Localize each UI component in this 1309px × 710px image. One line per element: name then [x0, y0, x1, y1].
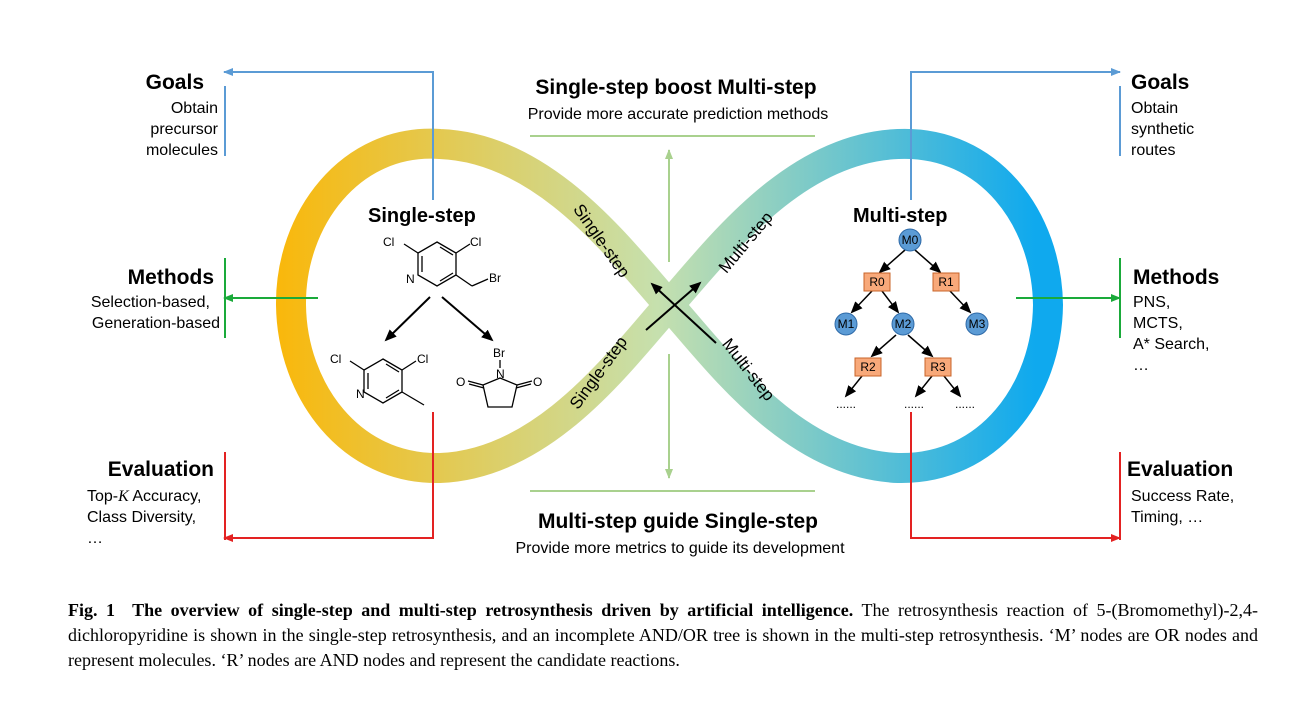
- or-node-m1: [834, 312, 858, 336]
- tree-ellipsis-1: ......: [836, 397, 856, 411]
- precursor-cl-left: Cl: [330, 352, 341, 366]
- right-methods-line-2: MCTS,: [1133, 315, 1183, 332]
- right-eval-heading: Evaluation: [1127, 458, 1234, 481]
- left-eval-line-3: …: [87, 530, 103, 547]
- target-cl-right: Cl: [470, 235, 481, 249]
- reaction-arrow-left: [384, 296, 431, 342]
- tree-ellipsis-2: ......: [904, 397, 924, 411]
- precursor-pyridine: [349, 358, 425, 406]
- label-r2: R2: [860, 360, 876, 374]
- and-node-r1: [932, 272, 960, 292]
- left-goals-heading: Goals: [145, 71, 204, 94]
- figure-panel: Single-step Multi-step Single-step Multi…: [87, 68, 1235, 557]
- left-eval-connector: [223, 412, 434, 542]
- or-node-m0: [898, 228, 922, 252]
- right-methods-line-3: A* Search,: [1133, 336, 1210, 353]
- right-goals-line-2: synthetic: [1131, 121, 1195, 138]
- precursor-cl-right: Cl: [417, 352, 428, 366]
- right-eval-line-1: Success Rate,: [1131, 488, 1235, 505]
- figure-caption: Fig. 1 The overview of single-step and m…: [68, 598, 1258, 673]
- nbs-o-left: O: [456, 375, 465, 389]
- left-methods-line-1: Selection-based,: [90, 294, 210, 311]
- nbs-br: Br: [493, 346, 505, 360]
- bottom-center-title: Multi-step guide Single-step: [537, 510, 818, 533]
- reaction-arrow-right: [441, 296, 494, 342]
- left-eval-line-1: Top-K Accuracy,: [87, 486, 201, 507]
- left-goals-line-3: molecules: [145, 142, 218, 159]
- or-node-m3: [965, 312, 989, 336]
- figure-graphics: Single-step Multi-step Single-step Multi…: [223, 68, 1121, 542]
- center-arrow-up-right: [645, 281, 702, 331]
- single-step-heading: Single-step: [368, 205, 476, 227]
- right-goals-heading: Goals: [1131, 71, 1190, 94]
- and-node-r3: [924, 357, 952, 377]
- and-node-r2: [854, 357, 882, 377]
- label-m2: M2: [895, 317, 912, 331]
- target-br: Br: [489, 271, 501, 285]
- tree-edges: [844, 249, 972, 398]
- and-node-r0: [863, 272, 891, 292]
- nbs-n: N: [496, 367, 505, 381]
- bottom-center-subtitle: Provide more metrics to guide its develo…: [515, 540, 845, 557]
- target-n: N: [406, 272, 415, 286]
- target-molecule: [403, 241, 489, 287]
- label-r3: R3: [930, 360, 946, 374]
- right-methods-line-1: PNS,: [1133, 294, 1171, 311]
- label-r1: R1: [938, 275, 954, 289]
- left-eval-heading: Evaluation: [107, 458, 214, 481]
- infinity-loop: [275, 128, 1063, 484]
- left-eval-suffix: Accuracy,: [128, 488, 202, 505]
- left-goals-line-1: Obtain: [170, 100, 218, 117]
- right-methods-line-4: …: [1133, 357, 1149, 374]
- left-goals-line-2: precursor: [150, 121, 218, 138]
- right-goals-connector: [910, 68, 1121, 200]
- label-m1: M1: [838, 317, 855, 331]
- caption-title: The overview of single-step and multi-st…: [132, 600, 854, 620]
- or-node-m2: [891, 312, 915, 336]
- nbs-o-right: O: [533, 375, 542, 389]
- left-methods-line-2: Generation-based: [91, 315, 220, 332]
- right-methods-heading: Methods: [1133, 266, 1220, 289]
- left-eval-prefix: Top-: [87, 488, 119, 505]
- caption-label: Fig. 1: [68, 600, 116, 620]
- multi-step-heading: Multi-step: [853, 205, 948, 227]
- center-arrow-up-left: [650, 282, 717, 344]
- left-methods-heading: Methods: [127, 266, 214, 289]
- left-goals-connector: [223, 68, 434, 200]
- left-eval-k: K: [118, 488, 129, 505]
- right-eval-connector: [910, 412, 1121, 542]
- right-goals-line-3: routes: [1131, 142, 1176, 159]
- target-cl-left: Cl: [383, 235, 394, 249]
- right-eval-line-2: Timing, …: [1131, 509, 1204, 526]
- right-goals-line-1: Obtain: [1131, 100, 1179, 117]
- label-r0: R0: [869, 275, 885, 289]
- caption-body: The retrosynthesis reaction of 5-(Bromom…: [68, 600, 1259, 670]
- top-center-title: Single-step boost Multi-step: [535, 76, 817, 99]
- left-eval-line-2: Class Diversity,: [87, 509, 197, 526]
- precursor-nbs: [467, 360, 533, 408]
- precursor-n: N: [356, 387, 365, 401]
- label-m3: M3: [969, 317, 986, 331]
- top-center-subtitle: Provide more accurate prediction methods: [527, 106, 829, 123]
- label-m0: M0: [902, 233, 919, 247]
- tree-ellipsis-3: ......: [955, 397, 975, 411]
